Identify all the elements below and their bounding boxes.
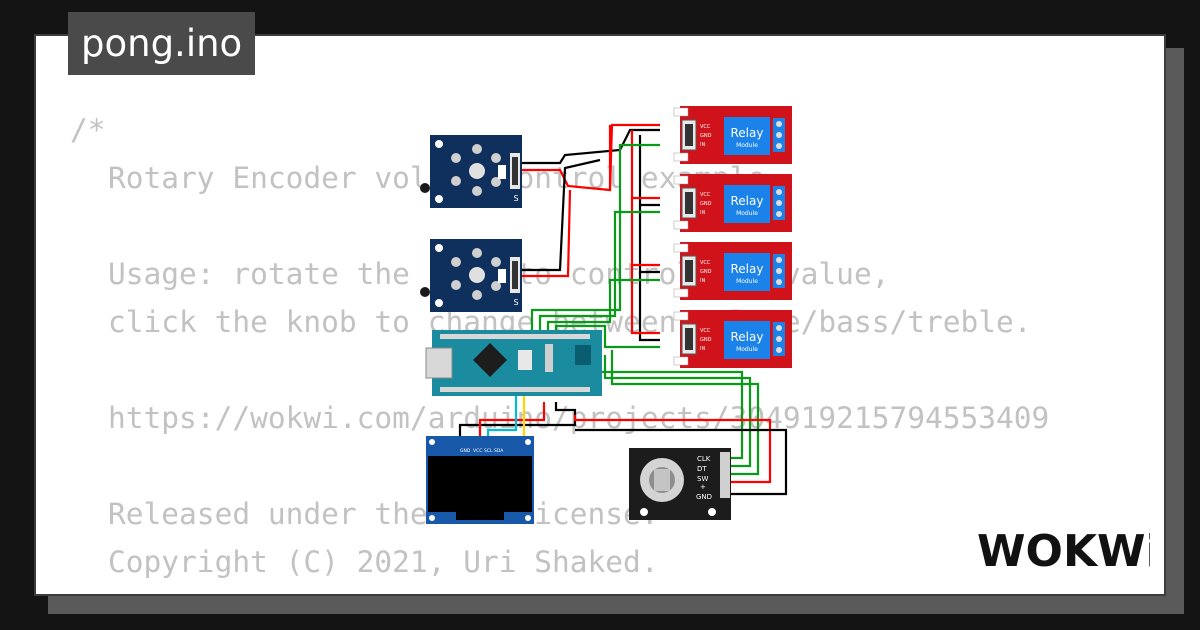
relay-module[interactable]: Relay Module VCC GND IN	[673, 241, 793, 301]
wokwi-logo: WOKWi	[977, 526, 1150, 576]
relay-module[interactable]: Relay Module VCC GND IN	[673, 105, 793, 165]
svg-text:IN: IN	[700, 278, 705, 284]
svg-text:S: S	[513, 194, 518, 203]
svg-text:SCL: SCL	[484, 448, 493, 454]
code-line: Copyright (C) 2021, Uri Shaked.	[108, 545, 659, 579]
svg-text:Module: Module	[736, 210, 758, 217]
svg-text:WOKWi: WOKWi	[977, 526, 1150, 576]
file-name-tab[interactable]: pong.ino	[68, 12, 256, 75]
code-background: /*Rotary Encoder volume control exampleU…	[70, 106, 1049, 594]
sensor-probe-icon	[420, 287, 430, 297]
sensor-probe-icon	[420, 183, 430, 193]
svg-text:SW: SW	[697, 475, 708, 483]
svg-text:VCC: VCC	[700, 124, 711, 130]
svg-text:Relay: Relay	[731, 126, 764, 140]
oled-display[interactable]: GND VCC SCL SDA	[426, 436, 534, 524]
ky-sensor-module[interactable]: S	[430, 239, 522, 312]
svg-text:GND: GND	[700, 133, 712, 139]
svg-text:CLK: CLK	[697, 455, 711, 463]
ky-sensor-module[interactable]: S	[430, 135, 522, 208]
svg-text:Relay: Relay	[731, 330, 764, 344]
relay-module[interactable]: Relay Module VCC GND IN	[673, 173, 793, 233]
code-line: */	[70, 586, 1049, 594]
arduino-nano-board[interactable]	[425, 330, 602, 396]
rotary-encoder[interactable]: CLK DT SW + GND	[629, 448, 731, 520]
svg-text:Module: Module	[736, 278, 758, 285]
svg-text:GND: GND	[460, 448, 471, 454]
wires	[458, 123, 788, 496]
svg-text:Module: Module	[736, 142, 758, 149]
svg-text:DT: DT	[697, 465, 707, 473]
svg-text:VCC: VCC	[473, 448, 482, 454]
code-line: /*	[70, 113, 106, 147]
svg-text:IN: IN	[700, 210, 705, 216]
svg-text:VCC: VCC	[700, 192, 711, 198]
svg-text:GND: GND	[700, 337, 712, 343]
svg-text:GND: GND	[696, 493, 712, 501]
svg-text:IN: IN	[700, 142, 705, 148]
svg-text:+: +	[700, 483, 706, 491]
svg-text:SDA: SDA	[494, 448, 504, 454]
svg-text:S: S	[513, 298, 518, 307]
svg-text:Relay: Relay	[731, 262, 764, 276]
svg-text:GND: GND	[700, 201, 712, 207]
svg-text:VCC: VCC	[700, 328, 711, 334]
svg-text:Module: Module	[736, 346, 758, 353]
svg-text:VCC: VCC	[700, 260, 711, 266]
code-line: Rotary Encoder volume control example	[108, 161, 765, 195]
relay-module[interactable]: Relay Module VCC GND IN	[673, 309, 793, 369]
svg-text:Relay: Relay	[731, 194, 764, 208]
svg-text:GND: GND	[700, 269, 712, 275]
svg-text:IN: IN	[700, 346, 705, 352]
